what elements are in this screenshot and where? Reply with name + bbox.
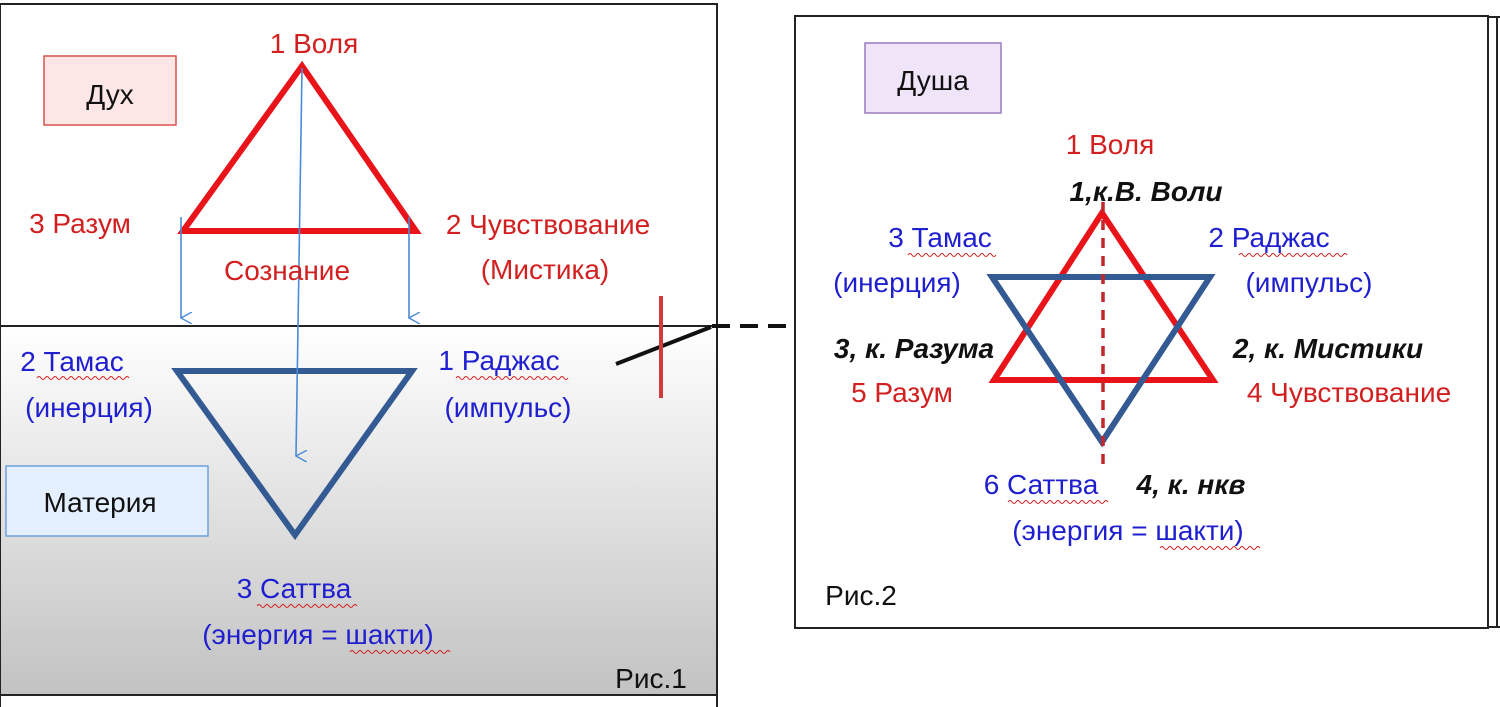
matter-box-label: Материя [43,487,156,518]
spirit-box [43,55,177,126]
squiggle-sattva [256,604,358,608]
figure-2: Душа 1 Воля 1,к.В. Воли 3 Тамас (инерция… [794,15,1500,629]
fig2-tamas-label: 3 Тамас [888,222,992,253]
squiggle-rajas [455,376,569,380]
fig1-feeling-label: 2 Чувствование [446,209,650,240]
squiggle-shakti [349,650,451,654]
squiggle-fig2-sattva [1007,500,1109,504]
fig1-will-label: 1 Воля [270,28,358,59]
fig2-will-center-label: 1,к.В. Воли [1070,176,1223,207]
fig1-sattva-label: 3 Саттва [237,573,352,604]
fig1-rajas-label: 1 Раджас [438,345,559,376]
fig2-reason-center-label: 3, к. Разума [834,333,994,364]
soul-box [864,42,1002,114]
fig2-inertia-label: (инерция) [833,267,961,298]
fig1-impulse-label: (импульс) [444,392,571,423]
fig2-caption: Рис.2 [825,580,897,611]
hexagram-red-triangle [988,207,1219,383]
fig2-impulse-label: (импульс) [1245,267,1372,298]
fig2-reason-label: 5 Разум [851,377,953,408]
fig2-nkv-center-label: 4, к. нкв [1136,469,1246,500]
fig2-feeling-label: 4 Чувствование [1247,377,1451,408]
fig1-frame [0,3,718,707]
fig1-mystic-label: (Мистика) [481,254,610,285]
fig2-frame [794,15,1489,629]
fig1-inertia-label: (инерция) [25,392,153,423]
fig1-caption: Рис.1 [615,663,687,694]
arrow-center [296,67,302,456]
soul-box-label: Душа [897,65,969,96]
matter-box [5,465,209,537]
squiggle-tamas [36,376,130,380]
spirit-box-label: Дух [86,79,134,110]
fig2-sattva-label: 6 Саттва [984,469,1099,500]
fig2-energy-label: (энергия = шакти) [1012,515,1244,546]
squiggle-fig2-tamas [907,253,997,257]
fig1-energy-label: (энергия = шакти) [202,619,434,650]
fig1-consciousness-label: Сознание [224,255,350,286]
figure-1: Дух Материя 1 Воля 3 Разум 2 Чувствовани… [0,3,718,707]
connector-slant-line [615,325,712,366]
squiggle-fig2-rajas [1238,253,1348,257]
fig2-will-label: 1 Воля [1066,129,1154,160]
matter-triangle [171,368,418,541]
hexagram-blue-triangle [986,274,1216,448]
squiggle-fig2-shakti [1159,546,1261,550]
fig2-rajas-label: 2 Раджас [1208,222,1329,253]
fig2-mystic-center-label: 2, к. Мистики [1232,333,1423,364]
fig1-reason-label: 3 Разум [29,208,131,239]
fig1-tamas-label: 2 Тамас [20,346,124,377]
